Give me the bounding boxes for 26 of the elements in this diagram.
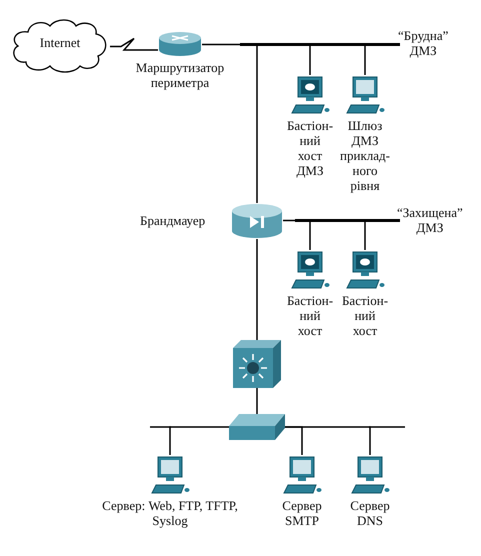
device-label: Бастіон- ний хост bbox=[286, 293, 334, 338]
device-label: Маршрутизатор периметра bbox=[136, 60, 224, 90]
network-segment bbox=[240, 43, 400, 46]
network-link bbox=[256, 388, 258, 414]
network-link bbox=[256, 239, 258, 340]
network-link bbox=[110, 38, 158, 51]
device-label: Бастіон- ний хост ДМЗ bbox=[286, 118, 334, 178]
network-link bbox=[283, 220, 295, 222]
network-segment bbox=[295, 219, 400, 222]
network-link bbox=[364, 46, 366, 75]
cloud-label: Internet bbox=[38, 35, 82, 50]
network-link bbox=[169, 426, 229, 455]
device-label: Сервер: Web, FTP, TFTP, Syslog bbox=[101, 498, 239, 528]
device-label: Сервер DNS bbox=[350, 498, 390, 528]
segment-label: “Захищена” ДМЗ bbox=[397, 205, 463, 235]
network-link bbox=[285, 426, 371, 455]
device-label: Шлюз ДМЗ приклад- ного рівня bbox=[340, 118, 390, 193]
network-link bbox=[309, 46, 311, 75]
network-link bbox=[364, 222, 366, 250]
device-label: Сервер SMTP bbox=[282, 498, 322, 528]
network-link bbox=[202, 44, 240, 46]
network-link bbox=[309, 222, 311, 250]
segment-label: “Брудна” ДМЗ bbox=[398, 28, 448, 58]
device-label: Бастіон- ний хост bbox=[342, 293, 388, 338]
device-label: Брандмауер bbox=[140, 213, 206, 228]
network-link bbox=[256, 46, 258, 203]
